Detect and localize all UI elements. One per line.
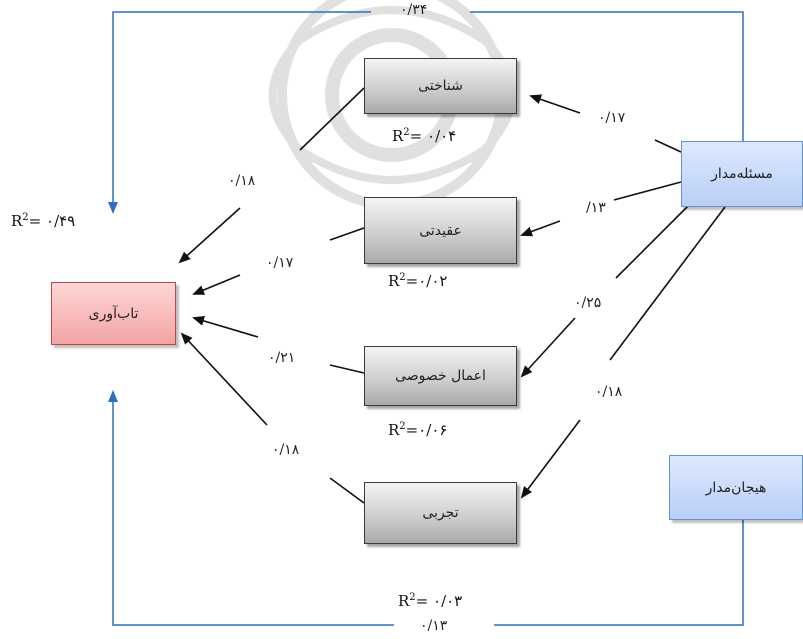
line-private-res [329, 364, 365, 374]
line-pf-cognitive [654, 139, 682, 153]
r2-resilience-prefix: R [11, 212, 23, 230]
node-private-practices-label: اعمال خصوصی [395, 368, 486, 384]
r2-cognitive-exp: 2 [403, 127, 410, 138]
r2-resilience-exp: 2 [22, 212, 29, 223]
r2-experiential-exp: 2 [409, 592, 416, 603]
r2-private-prefix: R [388, 421, 400, 439]
arrow-pf-private [520, 317, 576, 378]
coef-bottom-direct: ۰/۱۳ [420, 618, 448, 634]
bottom-direct-path-right [494, 520, 744, 626]
coef-pf-private: ۰/۲۵ [574, 295, 602, 311]
r2-experiential-prefix: R [398, 592, 410, 607]
r2-resilience: R2= ۰/۴۹ [11, 212, 75, 230]
coef-belief-res: ۰/۱۷ [266, 255, 294, 271]
coef-private-res: ۰/۲۱ [268, 350, 296, 366]
r2-cognitive: R2= ۰/۰۴ [392, 127, 456, 145]
arrow-private-res [192, 316, 259, 338]
top-direct-path-right [470, 11, 744, 145]
line-pf-experiential [609, 206, 726, 361]
node-cognitive: شناختی [364, 58, 517, 114]
coef-experiential-res: ۰/۱۸ [272, 442, 300, 458]
node-belief: عقیدتی [364, 197, 517, 264]
r2-experiential-value: = ۰/۰۳ [415, 592, 463, 607]
coef-cognitive-res: ۰/۱۸ [228, 173, 256, 189]
line-belief-res [329, 227, 365, 241]
r2-experiential: R2= ۰/۰۳ [398, 592, 462, 607]
node-problem-focused: مسئله‌مدار [681, 141, 803, 207]
arrow-belief-res [192, 274, 241, 295]
r2-belief-exp: 2 [399, 272, 406, 283]
r2-private: R2=۰/۰۶ [388, 421, 447, 439]
node-experiential-label: تجربی [422, 505, 459, 521]
r2-resilience-value: = ۰/۴۹ [28, 212, 76, 230]
coef-pf-experiential: ۰/۱۸ [595, 384, 623, 400]
r2-cognitive-value: = ۰/۰۴ [409, 127, 457, 145]
top-direct-path [108, 11, 371, 214]
r2-cognitive-prefix: R [392, 127, 404, 145]
node-private-practices: اعمال خصوصی [364, 346, 517, 406]
line-experiential-res [329, 477, 365, 504]
line-pf-belief [613, 181, 682, 201]
r2-private-exp: 2 [399, 421, 406, 432]
bottom-direct-path [108, 390, 394, 626]
arrow-cognitive-res [178, 207, 241, 264]
r2-private-value: =۰/۰۶ [405, 421, 448, 439]
node-emotion-focused: هیجان‌مدار [669, 455, 803, 520]
node-belief-label: عقیدتی [419, 222, 462, 239]
node-experiential: تجربی [364, 482, 517, 544]
arrow-pf-cognitive [529, 94, 581, 114]
node-resilience: تاب‌آوری [51, 282, 176, 345]
r2-belief-prefix: R [388, 272, 400, 290]
arrow-pf-experiential [520, 419, 581, 499]
r2-belief-value: =۰/۰۲ [405, 272, 448, 290]
coef-pf-cognitive: ۰/۱۷ [598, 110, 626, 126]
r2-belief: R2=۰/۰۲ [388, 272, 447, 290]
node-problem-focused-label: مسئله‌مدار [711, 166, 773, 182]
arrow-experiential-res [180, 332, 268, 426]
line-pf-private [615, 199, 695, 279]
line-cognitive-res [299, 87, 365, 151]
node-resilience-label: تاب‌آوری [88, 305, 139, 322]
coef-top-direct: ۰/۳۴ [400, 2, 428, 18]
node-emotion-focused-label: هیجان‌مدار [705, 479, 767, 496]
coef-pf-belief: /۱۳ [586, 200, 606, 216]
node-cognitive-label: شناختی [418, 78, 463, 94]
arrow-pf-belief [520, 220, 561, 237]
